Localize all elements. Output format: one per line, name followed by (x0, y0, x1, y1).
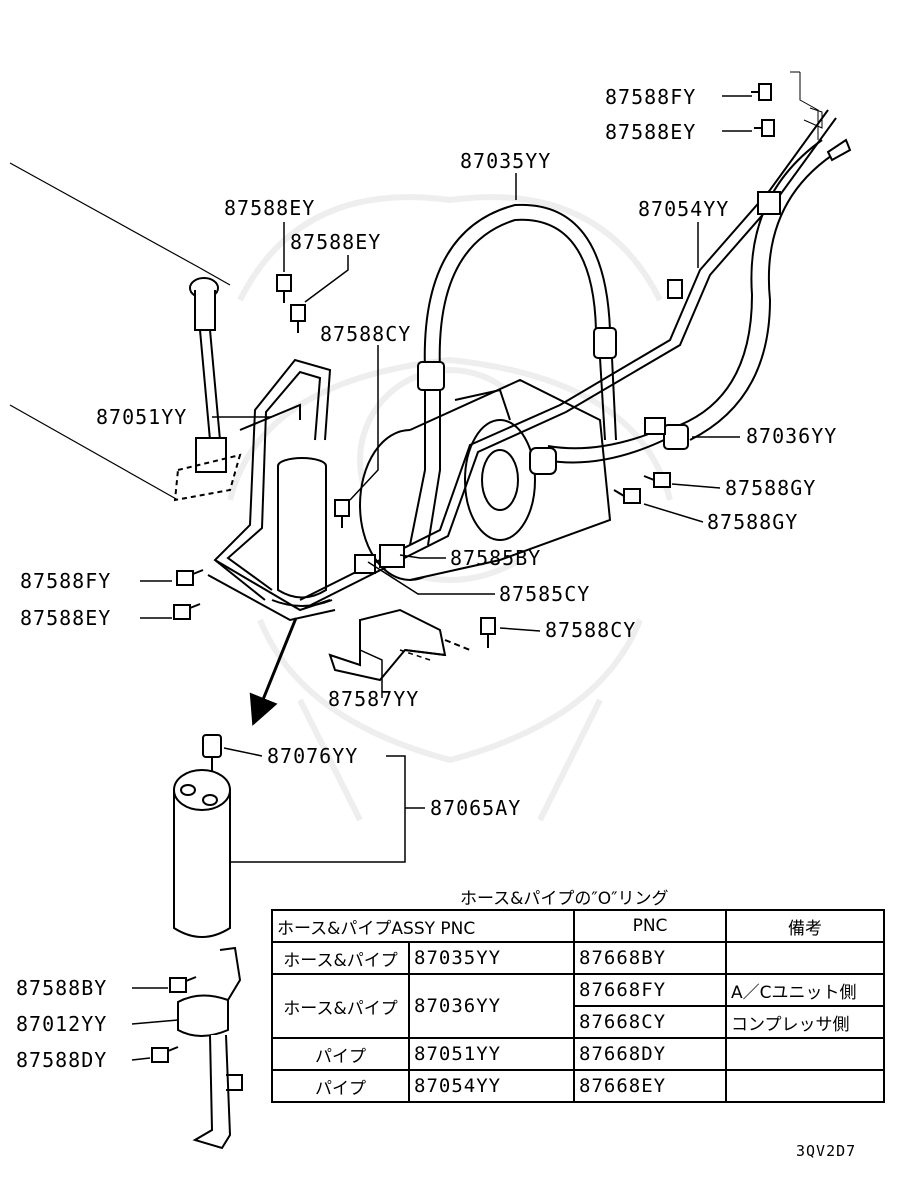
row-type: パイプ (271, 1069, 410, 1103)
exploded-view-arrow (249, 617, 298, 726)
label-87588cy-right: 87588CY (545, 618, 637, 642)
assembly-lines (790, 71, 823, 140)
pipe-87054yy (299, 109, 837, 609)
row-note: A／Cユニット側 (725, 973, 885, 1007)
row-assy: 87035YY (408, 941, 575, 975)
table-row: ホース&パイプ 87035YY 87668BY (271, 941, 885, 975)
header-pnc: PNC (573, 909, 727, 943)
label-87054yy: 87054YY (638, 197, 730, 221)
oring-table: ホース&パイプASSY PNC PNC 備考 ホース&パイプ 87035YY 8… (271, 909, 885, 1103)
bolts (151, 83, 775, 1063)
label-87588by: 87588BY (16, 976, 108, 1000)
table-row: パイプ 87051YY 87668DY (271, 1037, 885, 1071)
label-87585cy: 87585CY (499, 582, 591, 606)
hose-87035yy (409, 203, 617, 546)
label-87012yy: 87012YY (16, 1012, 108, 1036)
header-assy-pnc: ホース&パイプASSY PNC (271, 909, 575, 943)
label-87588gy-a: 87588GY (725, 476, 817, 500)
label-87588fy-left: 87588FY (20, 569, 112, 593)
table-row: パイプ 87054YY 87668EY (271, 1069, 885, 1103)
row-note: コンプレッサ側 (725, 1005, 885, 1039)
row-type: ホース&パイプ (271, 973, 410, 1039)
receiver-drier-upper (271, 457, 333, 607)
label-87588ey-b: 87588EY (290, 230, 382, 254)
table-row: 87668CY コンプレッサ側 (272, 1005, 885, 1039)
label-87036yy: 87036YY (746, 424, 838, 448)
condenser-fittings (173, 277, 242, 502)
row-assy: 87051YY (408, 1037, 575, 1071)
receiver-drier-detail (173, 734, 231, 938)
row-pnc: 87668CY (573, 1005, 727, 1039)
label-87588ey-a: 87588EY (224, 196, 316, 220)
label-87587yy: 87587YY (328, 687, 420, 711)
pipe-87051yy (207, 358, 336, 622)
label-87588gy-b: 87588GY (707, 510, 799, 534)
label-87588dy: 87588DY (16, 1048, 108, 1072)
header-note: 備考 (725, 909, 885, 943)
condenser-panel (9, 162, 231, 501)
hose-87036yy (529, 138, 852, 475)
drier-bracket-87012yy (177, 946, 243, 1150)
row-assy: 87054YY (408, 1069, 575, 1103)
label-87035yy: 87035YY (460, 149, 552, 173)
label-87588ey-top: 87588EY (605, 120, 697, 144)
row-type: ホース&パイプ (271, 941, 410, 975)
row-assy: 87036YY (408, 973, 575, 1039)
row-note (725, 1037, 885, 1071)
row-pnc: 87668DY (573, 1037, 727, 1071)
label-87588cy-top: 87588CY (320, 322, 412, 346)
label-87076yy: 87076YY (267, 744, 359, 768)
drawing-code: 3QV2D7 (796, 1142, 857, 1160)
table-row: ホース&パイプ 87036YY 87668FY A／Cユニット側 (271, 973, 885, 1039)
oring-table-title: ホース&パイプの″O″リング (460, 889, 669, 909)
label-87051yy: 87051YY (96, 405, 188, 429)
table-header-row: ホース&パイプASSY PNC PNC 備考 (271, 909, 885, 943)
row-note (725, 941, 885, 975)
leader-lines (131, 95, 752, 1061)
pipe-clamps (354, 544, 405, 574)
row-pnc: 87668FY (573, 973, 727, 1007)
label-87588ey-left: 87588EY (20, 606, 112, 630)
row-pnc: 87668BY (573, 941, 727, 975)
row-type: パイプ (271, 1037, 410, 1071)
label-87585by: 87585BY (450, 546, 542, 570)
bracket-87587yy (328, 608, 471, 682)
label-87065ay: 87065AY (430, 796, 522, 820)
label-87588fy-top: 87588FY (605, 85, 697, 109)
row-note (725, 1069, 885, 1103)
row-pnc: 87668EY (573, 1069, 727, 1103)
